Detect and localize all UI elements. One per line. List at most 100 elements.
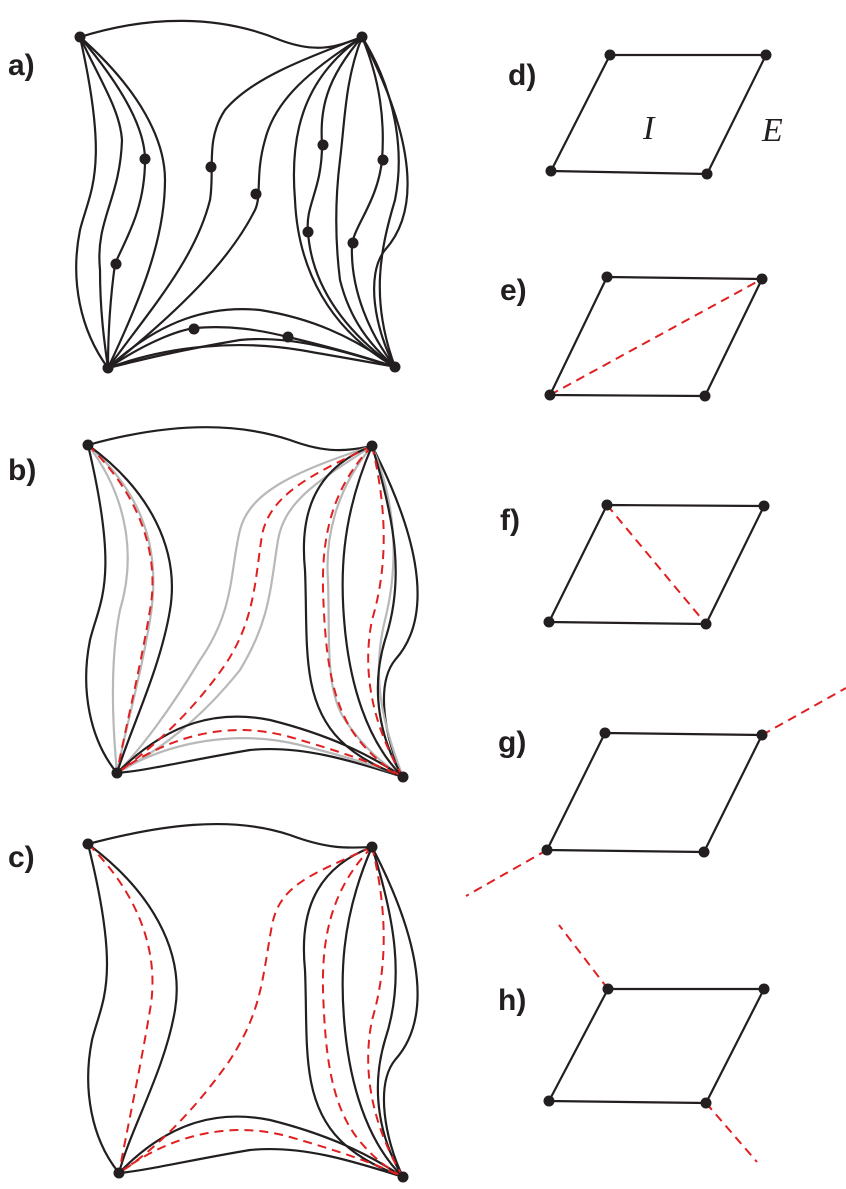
vertex-dot	[366, 841, 378, 853]
curve	[106, 326, 397, 370]
curve	[302, 845, 405, 1179]
panel-b-label: b)	[8, 454, 36, 487]
vertex-dot	[758, 983, 770, 995]
vertex-dot	[545, 165, 557, 177]
panel-f: f)	[500, 499, 770, 630]
curve	[370, 845, 405, 1179]
exterior-label: E	[761, 112, 783, 149]
vertex-dot	[758, 500, 770, 512]
vertex-dot	[756, 729, 768, 741]
faded-curve	[116, 444, 373, 774]
panel-e: e)	[500, 271, 768, 402]
curve	[335, 35, 397, 369]
vertex-dot	[698, 846, 710, 858]
faded-curve	[116, 445, 373, 774]
panel-c-label: c)	[8, 841, 35, 874]
curve	[302, 444, 405, 779]
outer-boundary	[75, 19, 409, 370]
dashed-curve	[87, 444, 154, 774]
curve	[341, 845, 405, 1179]
vertex-dot	[139, 153, 151, 165]
faded-curve	[116, 737, 404, 779]
curve	[78, 35, 124, 370]
vertex-dot	[604, 49, 616, 61]
vertex-dot	[113, 1167, 125, 1179]
vertex-dot	[601, 271, 613, 283]
curve	[292, 35, 397, 369]
vertex-dot	[250, 188, 262, 200]
vertex-dot	[356, 31, 368, 43]
vertex-dot	[756, 273, 768, 285]
curve	[341, 444, 405, 779]
dashed-extension	[558, 924, 609, 990]
vertex-dot	[102, 362, 114, 374]
panel-d-label: d)	[508, 59, 536, 92]
vertex-dot	[366, 440, 378, 452]
dashed-curve	[321, 846, 404, 1178]
panel-h-label: h)	[498, 984, 526, 1017]
vertex-dot	[541, 844, 553, 856]
panel-e-label: e)	[500, 274, 527, 307]
vertex-dot	[188, 323, 200, 335]
curve	[78, 35, 147, 370]
vertex-dot	[205, 161, 217, 173]
vertex-dot	[699, 390, 711, 402]
dashed-curve	[367, 846, 404, 1178]
dashed-curve	[87, 843, 154, 1174]
dashed-curve	[118, 1129, 404, 1178]
vertex-dot	[700, 618, 712, 630]
vertex-dot	[282, 331, 294, 343]
panel-g-label: g)	[498, 726, 526, 759]
curve	[106, 344, 397, 370]
dashed-curve	[321, 445, 404, 778]
faded-curve	[370, 445, 405, 778]
vertex-dot	[543, 1095, 555, 1107]
vertex-dot	[347, 237, 359, 249]
parallelogram	[549, 53, 768, 176]
curve	[360, 35, 400, 369]
dashed-diagonal	[606, 504, 707, 625]
vertex-dot	[82, 439, 94, 451]
vertex-dot	[389, 361, 401, 373]
curve	[86, 443, 173, 775]
curve	[106, 35, 364, 370]
panel-d: d) I E	[508, 49, 783, 180]
vertex-dot	[599, 727, 611, 739]
curve	[106, 308, 397, 370]
vertex-dot	[111, 767, 123, 779]
parallelogram	[547, 987, 766, 1105]
curve	[350, 35, 397, 369]
vertex-dot	[302, 226, 314, 238]
panel-b: b)	[8, 426, 419, 783]
vertex-dot	[760, 49, 772, 61]
vertex-dot	[377, 154, 389, 166]
vertex-dot	[544, 389, 556, 401]
vertex-dot	[397, 771, 409, 783]
faded-curve	[87, 444, 129, 774]
dashed-curve	[367, 445, 404, 778]
curve	[78, 35, 167, 370]
vertex-dot	[110, 258, 122, 270]
dashed-extension	[705, 1102, 758, 1163]
panel-a-label: a)	[8, 49, 35, 82]
parallelogram	[545, 731, 764, 854]
vertex-dot	[601, 499, 613, 511]
curve	[306, 35, 397, 369]
panel-f-label: f)	[500, 504, 520, 537]
panel-a: a)	[8, 19, 409, 374]
interior-label: I	[642, 110, 656, 147]
panel-g: g)	[465, 687, 846, 897]
vertex-dot	[700, 1097, 712, 1109]
panel-c: c)	[8, 822, 419, 1183]
vertex-dot	[543, 616, 555, 628]
vertex-dot	[397, 1171, 409, 1183]
dashed-diagonal	[549, 278, 763, 396]
dashed-curve	[116, 445, 373, 774]
dashed-curve	[116, 729, 404, 778]
vertex-dot	[701, 168, 713, 180]
vertex-dot	[74, 31, 86, 43]
dashed-extension	[465, 849, 548, 897]
curve	[86, 842, 178, 1175]
dashed-extension	[761, 687, 846, 736]
